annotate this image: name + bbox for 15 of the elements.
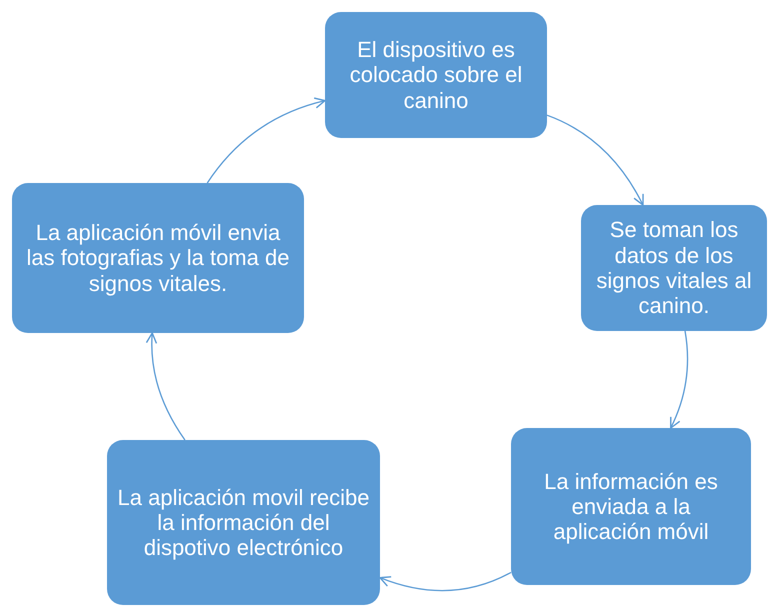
curved-arrow	[206, 98, 326, 184]
curved-arrow	[379, 572, 512, 592]
curved-arrow	[146, 332, 186, 440]
process-box	[581, 205, 767, 331]
box-text: Se toman los datos de los signos vitales al canino.	[595, 217, 753, 319]
process-box	[325, 12, 547, 138]
curved-arrow	[546, 114, 644, 206]
process-box	[511, 428, 751, 585]
box-text: La información es enviada a la aplicación móvil	[543, 468, 719, 544]
process-box	[12, 183, 304, 333]
box-text: La aplicación movil recibe la información del dispotivo electrónico	[117, 484, 370, 560]
process-box	[107, 440, 380, 605]
box-text: El dispositivo es colocado sobre el canino	[348, 37, 524, 113]
curved-arrow	[670, 330, 688, 429]
box-text: La aplicación móvil envia las fotografias y la toma de signos vitales.	[26, 220, 290, 296]
